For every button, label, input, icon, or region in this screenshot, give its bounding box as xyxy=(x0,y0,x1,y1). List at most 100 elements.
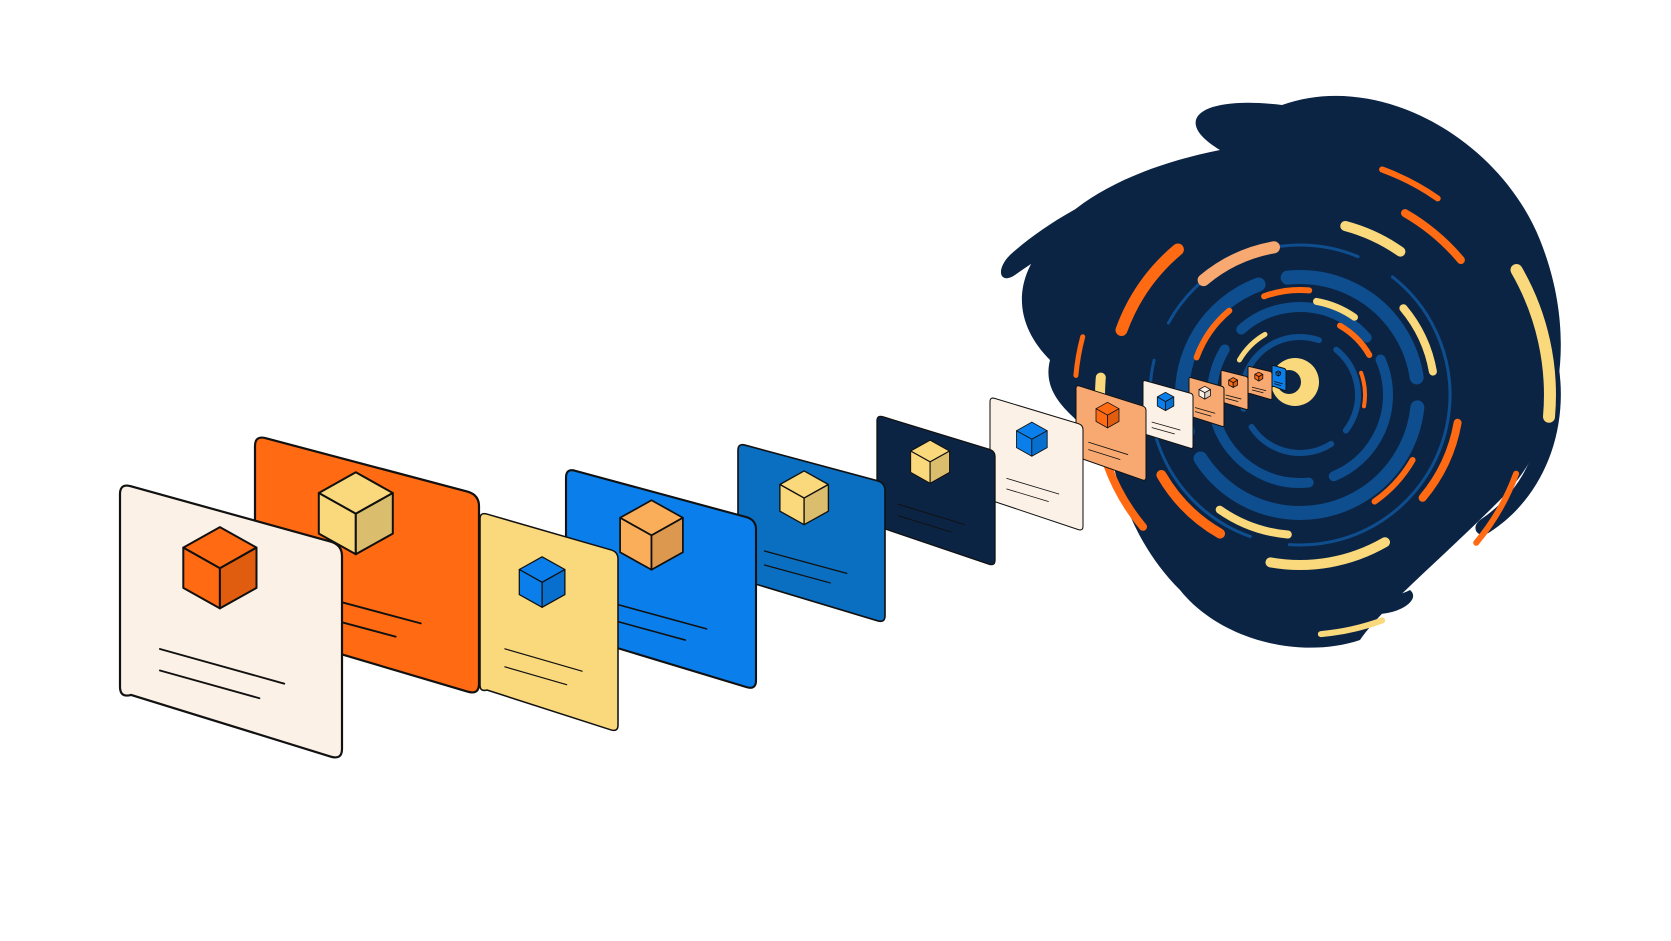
cube-shade xyxy=(355,493,393,555)
cube-shade xyxy=(930,451,950,484)
text-line xyxy=(1088,449,1121,460)
cube-shade xyxy=(1031,430,1048,457)
card xyxy=(1247,365,1273,401)
vortex-streak xyxy=(1371,457,1416,505)
vortex-streak xyxy=(1197,241,1280,287)
card xyxy=(737,443,886,623)
cube-shade xyxy=(1233,380,1238,388)
cube-icon xyxy=(619,499,684,571)
text-line xyxy=(159,669,261,700)
text-line xyxy=(159,648,286,685)
text-line xyxy=(1194,411,1212,417)
vortex-streak xyxy=(1265,537,1390,570)
cube-icon xyxy=(910,439,951,484)
text-line xyxy=(504,648,583,672)
vortex-streak xyxy=(1073,334,1086,378)
card xyxy=(1271,364,1287,392)
card-panel xyxy=(876,415,996,566)
text-line xyxy=(1225,394,1242,400)
text-line xyxy=(1225,397,1239,402)
cube-shade xyxy=(1165,396,1174,411)
vortex-streak xyxy=(1473,470,1520,546)
vortex-streak xyxy=(1236,331,1268,363)
vortex-streak xyxy=(1193,307,1233,361)
cube-shade xyxy=(804,484,829,525)
card xyxy=(1188,376,1225,428)
card xyxy=(876,415,996,566)
card-panel xyxy=(1271,364,1287,392)
card-panel xyxy=(1247,365,1273,401)
text-line xyxy=(504,666,568,686)
cube-face xyxy=(1165,396,1175,412)
cube-shade xyxy=(1204,389,1211,400)
vortex-ring xyxy=(1175,270,1425,520)
card xyxy=(1142,380,1194,449)
cube-face xyxy=(1107,408,1120,429)
text-line xyxy=(1274,381,1283,385)
vortex xyxy=(1000,95,1561,648)
vortex-streak xyxy=(1313,297,1358,321)
cube-icon xyxy=(1198,385,1211,400)
card-panel xyxy=(1220,369,1249,411)
card-panel xyxy=(1188,376,1225,428)
card-panel xyxy=(737,443,886,623)
vortex-streak xyxy=(1337,322,1373,358)
cards-stream xyxy=(118,364,1287,759)
text-line xyxy=(763,550,848,575)
cube-face xyxy=(1232,379,1238,388)
text-line xyxy=(1006,477,1060,495)
cube-face xyxy=(929,450,951,484)
text-line xyxy=(1006,488,1049,502)
cube-face xyxy=(1204,389,1211,400)
card-panel xyxy=(989,397,1084,531)
cube-icon xyxy=(182,526,258,610)
vortex-streak xyxy=(1401,209,1465,264)
text-line xyxy=(1274,383,1282,386)
vortex-streak xyxy=(1379,166,1441,202)
vortex-arm xyxy=(1310,590,1414,616)
cube-icon xyxy=(1275,370,1281,377)
vortex-arm xyxy=(1000,160,1240,279)
cube-icon xyxy=(1156,391,1175,412)
text-line xyxy=(763,564,831,584)
vortex-streak xyxy=(1103,461,1147,531)
cube-face xyxy=(541,568,566,608)
cube-shade xyxy=(1278,372,1281,376)
cube-face xyxy=(650,516,684,571)
cube-icon xyxy=(1095,401,1120,429)
text-line xyxy=(1151,427,1175,435)
cube-face xyxy=(803,483,830,526)
card-panel xyxy=(118,484,344,759)
vortex-streak xyxy=(1340,221,1406,257)
text-line xyxy=(1194,407,1216,414)
cube-face xyxy=(1258,373,1264,382)
vortex-streak xyxy=(1261,287,1313,300)
cube-face xyxy=(218,546,258,610)
card xyxy=(1075,385,1147,481)
card-panel xyxy=(1142,380,1194,449)
text-line xyxy=(897,515,952,533)
vortex-streak xyxy=(1510,264,1556,423)
card xyxy=(118,484,344,759)
text-line xyxy=(1151,421,1181,431)
card-panel xyxy=(479,512,619,732)
cube-icon xyxy=(1016,421,1048,457)
vortex-streak xyxy=(1399,304,1437,376)
card xyxy=(1220,369,1249,411)
text-line xyxy=(1251,386,1267,392)
cube-icon xyxy=(779,470,830,526)
vortex-streak xyxy=(1359,370,1367,409)
text-line xyxy=(1088,441,1129,455)
text-line xyxy=(897,503,965,525)
card-panel xyxy=(1075,385,1147,481)
cube-shade xyxy=(542,569,565,608)
cube-icon xyxy=(1228,377,1238,388)
vortex-streak xyxy=(1418,418,1462,502)
cube-shade xyxy=(1258,374,1263,381)
vortex-ring xyxy=(1239,334,1362,456)
cube-face xyxy=(354,492,394,556)
vortex-streak xyxy=(1215,505,1292,539)
card xyxy=(479,512,619,732)
cube-icon xyxy=(317,471,394,556)
cube-icon xyxy=(1254,371,1264,382)
